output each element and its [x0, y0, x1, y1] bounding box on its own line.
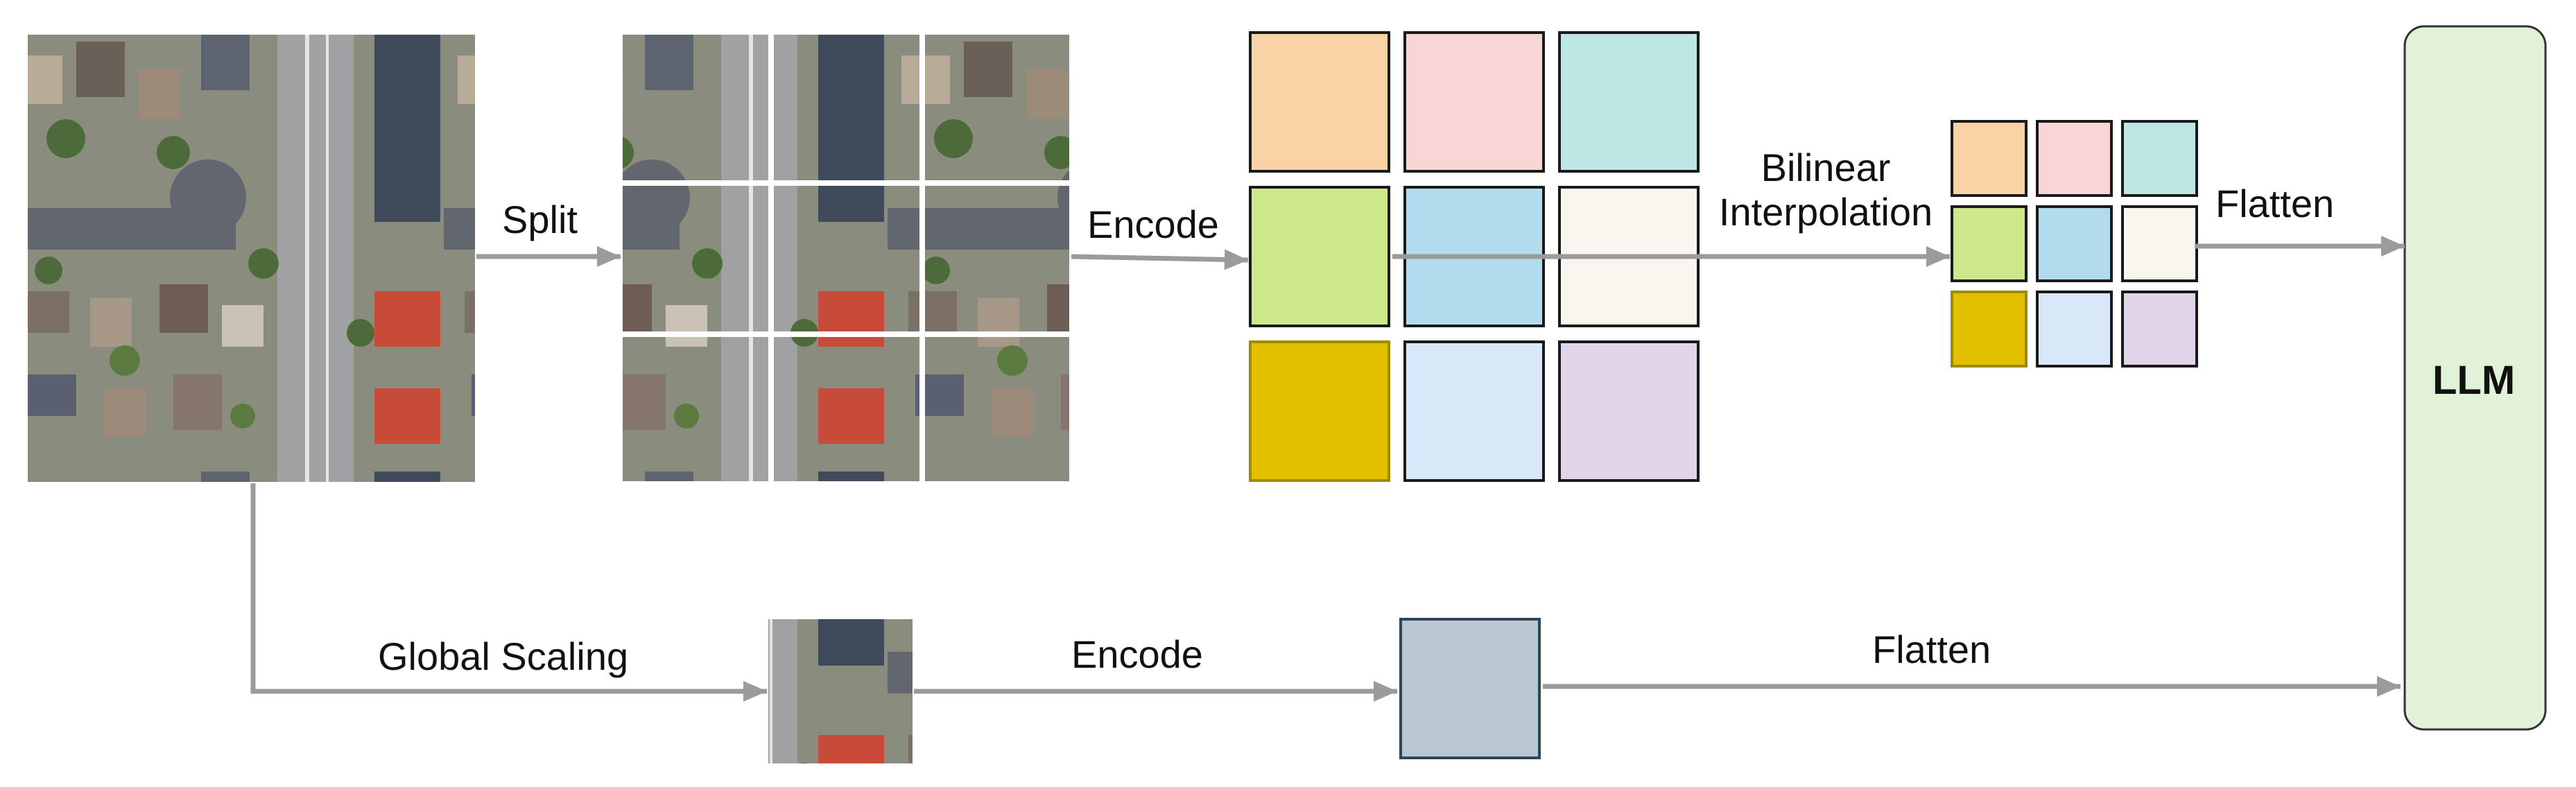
- scaled-satellite-thumbnail: [768, 619, 913, 763]
- interpolated-block-3-1: [1951, 291, 2028, 367]
- feature-block-1-2: [1403, 31, 1545, 173]
- interpolated-block-3-2: [2036, 291, 2113, 367]
- encode-top-label: Encode: [1087, 202, 1219, 246]
- interpolated-block-2-3: [2121, 205, 2198, 282]
- encode-top-arrow-line: [1071, 254, 1249, 263]
- split-arrow-head: [597, 246, 621, 267]
- bilinear-arrow-head: [1926, 246, 1950, 267]
- global-feature-block: [1399, 618, 1541, 759]
- interpolated-block-2-1: [1951, 205, 2028, 282]
- encode-top-arrow-head: [1224, 249, 1248, 270]
- arrows: [250, 236, 2405, 702]
- encoded-feature-grid: [1249, 31, 1700, 482]
- global-scaling-arrow-line: [250, 483, 767, 694]
- feature-block-3-1: [1249, 340, 1390, 482]
- flatten-top-label: Flatten: [2215, 182, 2335, 225]
- bilinear-label-line1: Bilinear: [1761, 146, 1891, 189]
- feature-block-1-3: [1558, 31, 1700, 173]
- llm-label: LLM: [2432, 358, 2516, 403]
- encode-bottom-arrow-head: [1374, 681, 1397, 702]
- global-scaling-label: Global Scaling: [378, 634, 629, 678]
- flatten-bottom-label: Flatten: [1872, 628, 1991, 671]
- encode-bottom-label: Encode: [1071, 632, 1203, 676]
- feature-block-2-1: [1249, 186, 1390, 327]
- interpolated-block-2-2: [2036, 205, 2113, 282]
- interpolated-block-3-3: [2121, 291, 2198, 367]
- bilinear-interpolation-label: Bilinear Interpolation: [1711, 146, 1940, 235]
- interpolated-feature-grid: [1951, 120, 2198, 367]
- llm-block: [2403, 25, 2547, 731]
- interpolated-block-1-2: [2036, 120, 2113, 197]
- flatten-bottom-arrow-head: [2377, 676, 2401, 697]
- global-scaling-arrow-head: [743, 681, 767, 702]
- flatten-top-arrow-head: [2381, 236, 2405, 257]
- bilinear-label-line2: Interpolation: [1718, 190, 1933, 234]
- interpolated-block-1-1: [1951, 120, 2028, 197]
- feature-block-3-2: [1403, 340, 1545, 482]
- feature-block-1-1: [1249, 31, 1390, 173]
- split-label: Split: [502, 198, 578, 241]
- satellite-image: [28, 35, 475, 482]
- split-satellite-tiles: [623, 35, 1069, 481]
- interpolated-block-1-3: [2121, 120, 2198, 197]
- feature-block-3-3: [1558, 340, 1700, 482]
